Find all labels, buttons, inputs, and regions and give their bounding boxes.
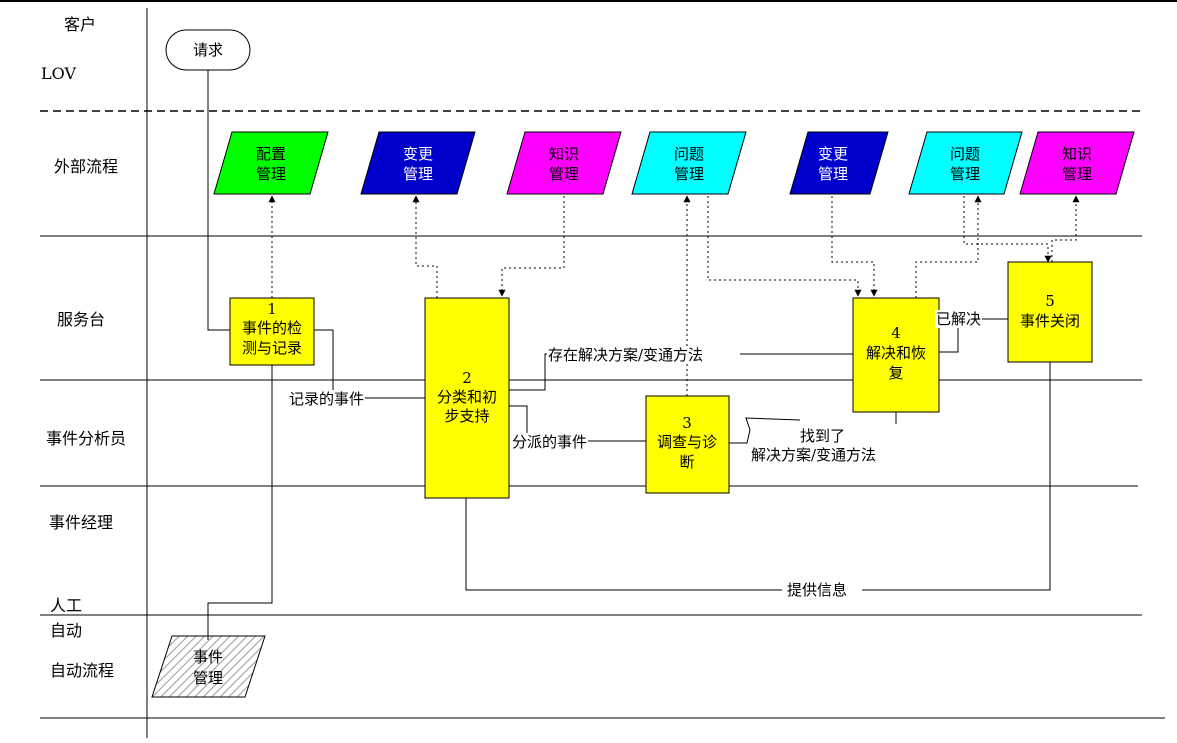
lane-label-manual: 人工	[50, 596, 82, 615]
external-process-knowledge-1: 知识 管理	[506, 131, 622, 195]
svg-text:2: 2	[462, 369, 472, 387]
start-label: 请求	[193, 41, 223, 59]
svg-text:调查与诊: 调查与诊	[657, 433, 717, 451]
svg-text:分类和初: 分类和初	[437, 388, 497, 406]
label-assigned-incident: 分派的事件	[512, 433, 587, 451]
external-process-change-1: 变更 管理	[360, 131, 476, 195]
svg-text:管理: 管理	[674, 165, 704, 183]
svg-text:解决和恢: 解决和恢	[866, 344, 926, 362]
edge-label-background	[511, 433, 589, 451]
lane-label-auto: 自动	[50, 621, 82, 640]
svg-text:管理: 管理	[1062, 165, 1092, 183]
svg-text:1: 1	[267, 300, 277, 318]
step5-box: 5 事件关闭	[1007, 261, 1093, 363]
svg-text:管理: 管理	[950, 165, 980, 183]
connector-step3-found	[729, 417, 801, 444]
label-has-solution: 存在解决方案/变通方法	[548, 346, 703, 364]
svg-text:问题: 问题	[950, 145, 980, 163]
label-resolved: 已解决	[936, 310, 981, 328]
auto-process-incident-mgmt: 事件 管理	[151, 635, 266, 698]
step2-box: 2 分类和初 步支持	[424, 297, 510, 499]
connector-step2-has-solution	[509, 353, 553, 391]
svg-text:管理: 管理	[256, 165, 286, 183]
svg-text:测与记录: 测与记录	[242, 339, 302, 357]
label-recorded-incident: 记录的事件	[289, 390, 364, 408]
svg-text:配置: 配置	[256, 145, 286, 163]
lane-label-external: 外部流程	[54, 157, 118, 176]
step4-box: 4 解决和恢 复	[852, 297, 940, 413]
label-found-line1: 找到了	[800, 427, 845, 445]
external-process-change-2: 变更 管理	[789, 131, 889, 195]
svg-text:3: 3	[682, 414, 692, 432]
svg-text:变更: 变更	[403, 145, 433, 163]
external-process-problem-2: 问题 管理	[908, 131, 1023, 195]
label-found-line2: 解决方案/变通方法	[751, 446, 876, 464]
svg-text:步支持: 步支持	[444, 407, 489, 425]
svg-text:管理: 管理	[818, 165, 848, 183]
edge-label-background	[750, 446, 878, 464]
connector-provide-info-to-step5	[862, 362, 1051, 591]
edge-label-background	[935, 310, 983, 328]
svg-text:断: 断	[679, 453, 694, 471]
svg-text:变更: 变更	[818, 145, 848, 163]
svg-text:知识: 知识	[1062, 145, 1092, 163]
svg-text:5: 5	[1045, 292, 1055, 310]
svg-text:事件的检: 事件的检	[242, 319, 302, 337]
external-process-knowledge-2: 知识 管理	[1019, 131, 1135, 195]
lane-label-customer: 客户	[64, 15, 96, 34]
edge-label-background	[547, 346, 705, 364]
lane-label-manager: 事件经理	[49, 513, 113, 532]
dotted-knowledge-to-step2	[498, 196, 565, 297]
label-provide-info: 提供信息	[787, 581, 847, 599]
svg-text:复: 复	[888, 364, 903, 382]
edge-label-background	[786, 581, 849, 599]
dotted-step2-to-change	[412, 195, 438, 298]
lane-label-lov: LOV	[41, 64, 76, 83]
svg-text:管理: 管理	[549, 165, 579, 183]
connector-request-to-step1	[207, 70, 230, 331]
connector-step2-provide-info	[465, 498, 782, 591]
dotted-problem-to-step4	[707, 196, 862, 297]
edge-label-background	[288, 390, 366, 408]
lane-label-auto-flow: 自动流程	[50, 661, 114, 680]
dotted-step5-to-knowledge	[1051, 195, 1080, 262]
dotted-step4-to-problem	[915, 195, 982, 298]
edge-label-background	[799, 427, 847, 445]
svg-text:管理: 管理	[193, 669, 223, 687]
dotted-problem-to-step5	[963, 196, 1052, 263]
connector-step1-recorded	[314, 329, 381, 399]
connector-step1-to-auto	[207, 365, 273, 640]
svg-text:4: 4	[891, 324, 901, 342]
external-process-config: 配置 管理	[213, 131, 329, 195]
svg-text:事件关闭: 事件关闭	[1020, 312, 1080, 330]
external-process-problem-1: 问题 管理	[631, 131, 747, 195]
step3-box: 3 调查与诊 断	[645, 395, 730, 494]
svg-text:知识: 知识	[549, 145, 579, 163]
connector-step4-resolved	[939, 318, 1008, 353]
step1-box: 1 事件的检 测与记录	[229, 297, 315, 366]
svg-text:管理: 管理	[403, 165, 433, 183]
dotted-change-to-step4	[831, 196, 878, 297]
lane-label-analyst: 事件分析员	[46, 429, 126, 448]
svg-text:问题: 问题	[674, 145, 704, 163]
svg-text:事件: 事件	[193, 648, 223, 666]
lane-label-service-desk: 服务台	[57, 310, 105, 329]
